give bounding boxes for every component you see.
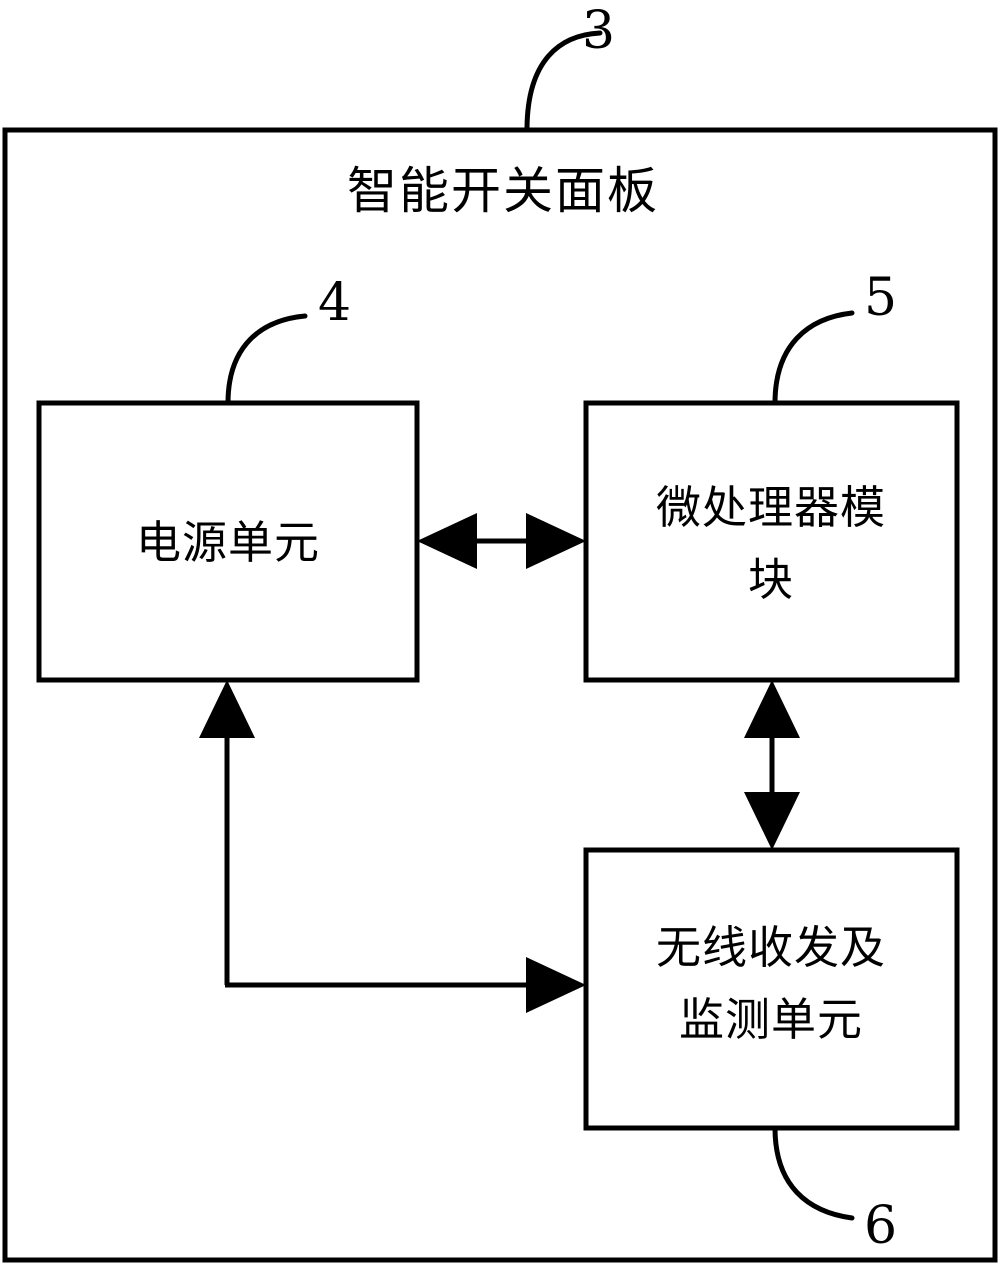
outer-frame-smart-switch-panel [2, 127, 998, 1263]
arrow-head-up [744, 680, 800, 738]
block-wireless-unit [583, 847, 960, 1131]
block-microprocessor-module-label-line2: 块 [748, 553, 794, 606]
reference-numeral-5: 5 [864, 268, 897, 328]
connector-wireless-to-power [199, 680, 586, 1013]
arrow-head-left [417, 513, 477, 569]
block-wireless-unit-label-line1: 无线收发及 [656, 921, 886, 974]
block-power-unit [36, 400, 420, 683]
block-power-unit-label: 电源单元 [136, 516, 320, 569]
arrow-head-right [526, 513, 586, 569]
arrow-head-into-power-unit [199, 680, 255, 738]
block-wireless-unit-label-line2: 监测单元 [679, 993, 863, 1046]
leader-line-6 [772, 1125, 855, 1221]
block-microprocessor-module [583, 400, 960, 683]
block-microprocessor-module-label-line1: 微处理器模 [656, 481, 886, 534]
arrow-head-into-wireless-unit [526, 957, 586, 1013]
reference-numeral-3: 3 [582, 1, 615, 61]
connector-power-to-mcu [417, 513, 586, 569]
connector-mcu-to-wireless [744, 680, 800, 850]
leader-line-5 [772, 310, 855, 406]
reference-numeral-4: 4 [318, 273, 351, 333]
panel-title: 智能开关面板 [347, 162, 659, 220]
leader-line-3 [524, 30, 603, 133]
arrow-head-down [744, 792, 800, 850]
leader-line-4 [225, 313, 308, 406]
reference-numeral-6: 6 [864, 1196, 897, 1256]
